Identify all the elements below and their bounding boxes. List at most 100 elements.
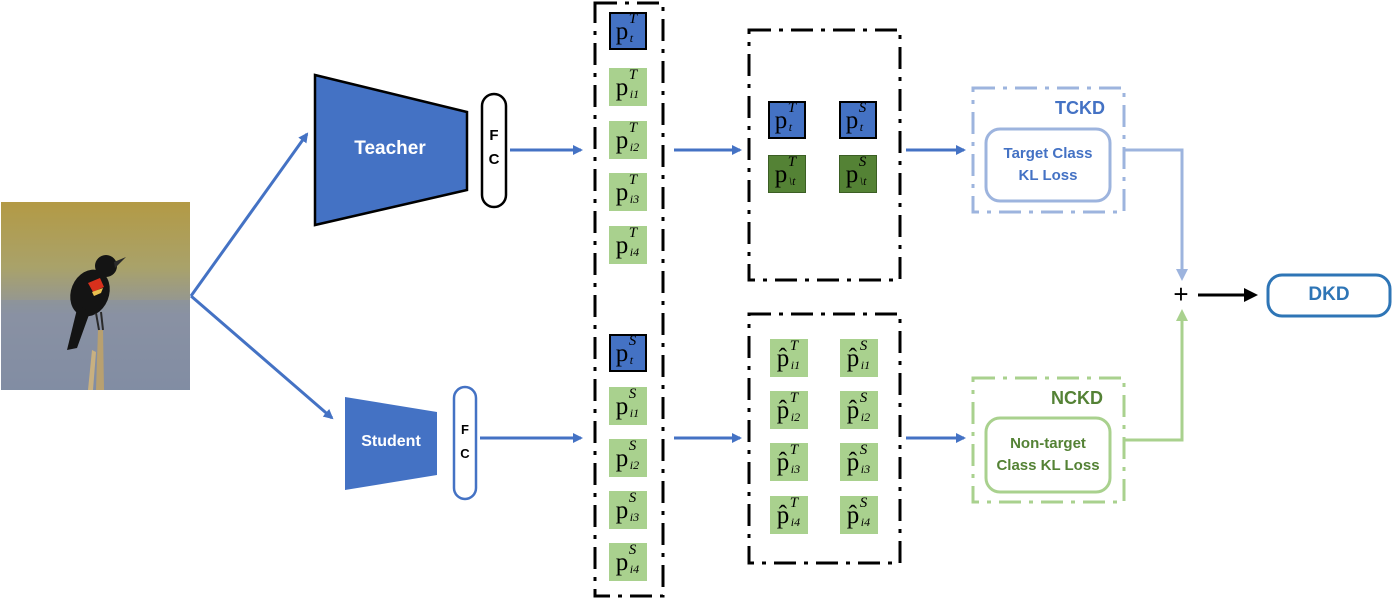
teacher-network [313,73,469,227]
teacher-fc-layer [480,92,508,209]
nckd-title: NCKD [1051,388,1103,408]
student-fc-label: F C [460,422,470,461]
symbol-subscript: t [629,352,634,367]
tckd-loss-line2: KL Loss [1018,167,1078,184]
symbol-subscript: i3 [790,461,801,476]
teacher-fc-label: F C [488,127,500,168]
symbol-subscript: t [788,119,793,134]
symbol-base: p [615,392,629,420]
normalized-probability-frame [747,312,902,565]
symbol-superscript: S [859,494,868,511]
symbol-subscript: i4 [860,514,871,529]
symbol-base: p [615,444,629,472]
nckd-loss-box [984,416,1112,494]
symbol-base: p [845,106,859,134]
symbol-base: p̂ [776,448,790,476]
symbol-subscript: i1 [629,405,640,420]
symbol-superscript: T [789,389,799,406]
symbol-base: p [615,73,629,101]
symbol-base: p̂ [846,448,860,476]
symbol-superscript: S [859,441,868,458]
teacher-label: Teacher [354,138,426,159]
symbol-subscript: \t [788,173,796,188]
symbol-superscript: T [628,224,638,241]
symbol-subscript: t [859,119,864,134]
symbol-base: p̂ [776,501,790,529]
symbol-superscript: T [789,494,799,511]
symbol-superscript: S [859,337,868,354]
probability-column-frame [593,1,665,598]
symbol-subscript: i4 [629,244,640,259]
symbol-base: p [615,231,629,259]
symbol-superscript: T [789,337,799,354]
symbol-subscript: i4 [629,561,640,576]
symbol-subscript: i3 [629,191,640,206]
symbol-base: p̂ [776,344,790,372]
symbol-superscript: S [628,489,637,506]
dkd-label: DKD [1308,284,1350,305]
nckd-loss-line1: Non-target [1010,435,1086,452]
symbol-subscript: i3 [629,509,640,524]
sum-symbol: + [1173,279,1189,309]
symbol-superscript: T [628,10,638,27]
symbol-superscript: S [628,541,637,558]
tckd-loss-line1: Target Class [1003,145,1093,162]
symbol-superscript: S [628,385,637,402]
symbol-subscript: i2 [790,409,801,424]
arrow-nckd-to-sum [1124,309,1188,442]
symbol-base: p̂ [846,501,860,529]
symbol-base: p [615,178,629,206]
symbol-subscript: i1 [860,357,871,372]
symbol-superscript: S [858,99,867,116]
input-bird-image [1,202,190,390]
symbol-base: p̂ [846,344,860,372]
symbol-superscript: S [628,437,637,454]
symbol-subscript: i4 [790,514,801,529]
symbol-superscript: T [789,441,799,458]
binary-probability-frame [747,28,902,282]
symbol-base: p [615,548,629,576]
symbol-superscript: T [787,153,797,170]
symbol-base: p̂ [776,396,790,424]
nckd-loss-line2: Class KL Loss [996,457,1100,474]
